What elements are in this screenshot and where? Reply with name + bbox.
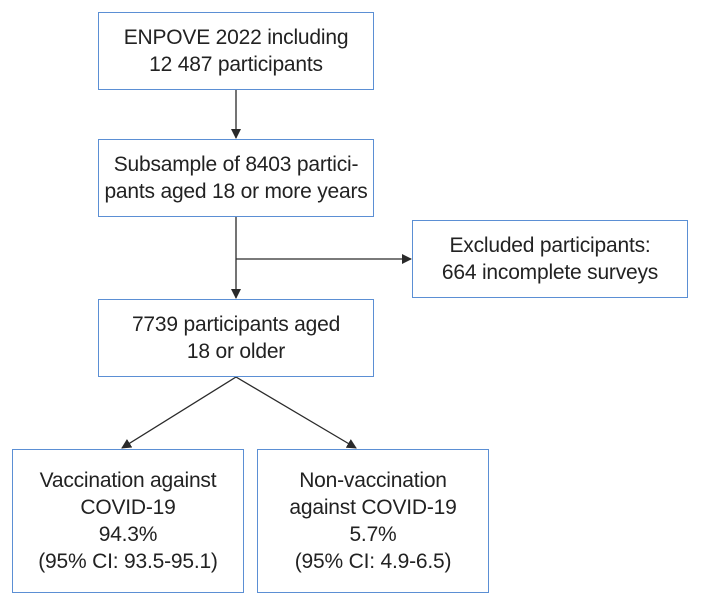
enpove-box: ENPOVE 2022 including 12 487 participant… [98,12,374,90]
vaccination-line-1: Vaccination against [39,469,217,492]
enpove-line-2: 12 487 participants [149,53,323,76]
final-line-1: 7739 participants aged [131,313,341,336]
vaccination-box: Vaccination against COVID-19 94.3% (95% … [12,449,244,593]
excluded-box: Excluded participants: 664 incomplete su… [412,220,688,298]
vaccination-percent: 94.3% [98,523,158,546]
non-vaccination-line-1: Non-vaccination [299,469,447,492]
vaccination-ci: (95% CI: 93.5-95.1) [38,550,218,573]
final-line-2: 18 or older [186,340,286,363]
final-sample-box: 7739 participants aged 18 or older [98,299,374,377]
arrow-final-to-non-vaccination [235,376,357,449]
excluded-line-1: Excluded participants: [449,234,651,257]
non-vaccination-percent: 5.7% [349,523,397,546]
vaccination-line-2: COVID-19 [80,496,176,519]
subsample-line-1: Subsample of 8403 partici- [113,153,359,176]
non-vaccination-box: Non-vaccination against COVID-19 5.7% (9… [257,449,489,593]
enpove-line-1: ENPOVE 2022 including [123,26,349,49]
non-vaccination-ci: (95% CI: 4.9-6.5) [294,550,452,573]
subsample-box: Subsample of 8403 partici- pants aged 18… [98,139,374,217]
excluded-line-2: 664 incomplete surveys [441,261,659,284]
subsample-line-2: pants aged 18 or more years [104,180,368,203]
non-vaccination-line-2: against COVID-19 [289,496,457,519]
arrow-final-to-vaccination [121,376,237,449]
